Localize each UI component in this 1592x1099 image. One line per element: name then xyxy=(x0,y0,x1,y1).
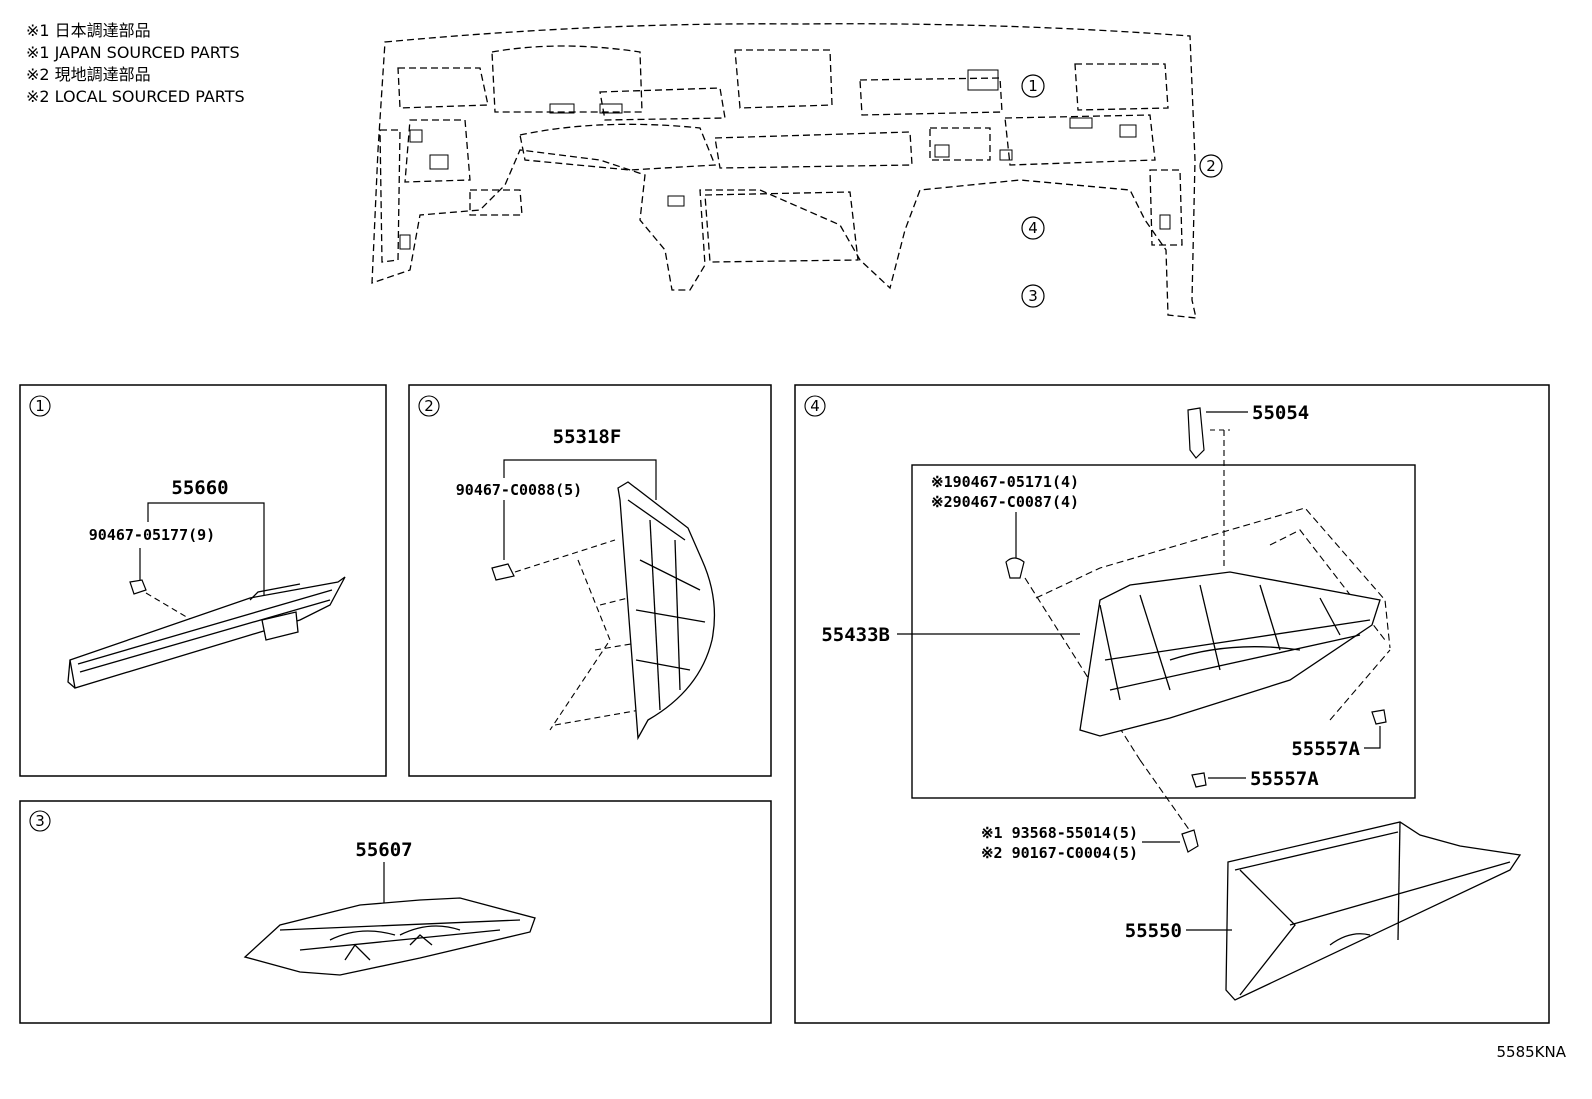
part-55607-label: 55607 xyxy=(355,839,412,861)
panel-1: 1 55660 90467-05177(9) xyxy=(19,384,387,777)
panel-3-frame xyxy=(19,800,772,1024)
screw-90167-C0004-label: ※2 90167-C0004(5) xyxy=(981,844,1138,862)
screw-part-shape xyxy=(1181,829,1199,853)
legend-line-1: ※1 日本調達部品 xyxy=(26,21,151,40)
panel-3: 3 55607 xyxy=(19,800,772,1024)
overview-marker-4: 4 xyxy=(1028,219,1038,237)
panel-2-index-circle xyxy=(418,395,440,417)
part-55557A-label-b: 55557A xyxy=(1250,768,1319,790)
part-55318F-leader xyxy=(503,459,657,500)
glove-box-55550 xyxy=(1225,821,1522,1001)
stopper-a-shape xyxy=(1371,709,1387,725)
panel-1-index: 1 xyxy=(35,397,45,415)
side-panel-55318F xyxy=(617,481,716,741)
clip-90467-05177-label: 90467-05177(9) xyxy=(89,526,215,544)
part-55660-label: 55660 xyxy=(171,477,228,499)
overview-marker-2: 2 xyxy=(1206,157,1216,175)
clip-90467-C0088-label: 90467-C0088(5) xyxy=(456,481,582,499)
drawing-code: 5585KNA xyxy=(1496,1043,1567,1061)
instrument-panel-overview xyxy=(371,23,1197,319)
legend-line-4: ※2 LOCAL SOURCED PARTS xyxy=(26,87,245,106)
part-55557A-label-a: 55557A xyxy=(1291,738,1360,760)
overview-markers: 1 2 4 3 xyxy=(1021,74,1223,308)
part-55433B-label: 55433B xyxy=(821,624,890,646)
part-55318F-label: 55318F xyxy=(553,426,622,448)
source-legend: ※1 日本調達部品 ※1 JAPAN SOURCED PARTS ※2 現地調達… xyxy=(26,20,245,108)
panel-4-frame xyxy=(794,384,1550,1024)
stopper-a-leader xyxy=(1364,726,1381,749)
clip-90467-05171-label: ※190467-05171(4) xyxy=(931,473,1079,491)
legend-line-2: ※1 JAPAN SOURCED PARTS xyxy=(26,43,240,62)
panel-4-index: 4 xyxy=(810,397,820,415)
panel-2-index: 2 xyxy=(424,397,434,415)
panel-2: 2 55318F 90467-C0088(5) xyxy=(408,384,772,777)
panel-4-index-circle xyxy=(804,395,826,417)
screw-93568-55014-label: ※1 93568-55014(5) xyxy=(981,824,1138,842)
part-55660-leader xyxy=(147,502,265,596)
overview-marker-1-circle xyxy=(1021,74,1045,98)
legend-line-3: ※2 現地調達部品 xyxy=(26,65,151,84)
trim-strip-55660 xyxy=(67,576,346,689)
stopper-b-shape xyxy=(1191,772,1207,788)
clip-part-shape-2 xyxy=(491,563,515,581)
overview-marker-3-circle xyxy=(1021,284,1045,308)
part-55550-label: 55550 xyxy=(1125,920,1182,942)
clip-part-shape-4 xyxy=(1005,557,1025,579)
panel-2-frame xyxy=(408,384,772,777)
panel-4: 4 55054 ※190467-05171(4) ※290467-C0087(4… xyxy=(794,384,1550,1024)
damper-part-shape xyxy=(1187,407,1205,459)
panel-1-index-circle xyxy=(29,395,51,417)
clip-90467-C0087-label: ※290467-C0087(4) xyxy=(931,493,1079,511)
clip-part-shape xyxy=(129,579,147,595)
panel-3-index-circle xyxy=(29,810,51,832)
part-55054-label: 55054 xyxy=(1252,402,1309,424)
glove-door-subassembly-frame xyxy=(911,464,1416,799)
overview-marker-4-circle xyxy=(1021,216,1045,240)
overview-marker-3: 3 xyxy=(1028,287,1038,305)
panel-1-frame xyxy=(19,384,387,777)
overview-marker-1: 1 xyxy=(1028,77,1038,95)
panel-3-index: 3 xyxy=(35,812,45,830)
glove-door-55433B xyxy=(1079,571,1381,737)
under-cover-55607 xyxy=(243,897,536,976)
overview-small-details xyxy=(399,69,1171,250)
overview-marker-2-circle xyxy=(1199,154,1223,178)
